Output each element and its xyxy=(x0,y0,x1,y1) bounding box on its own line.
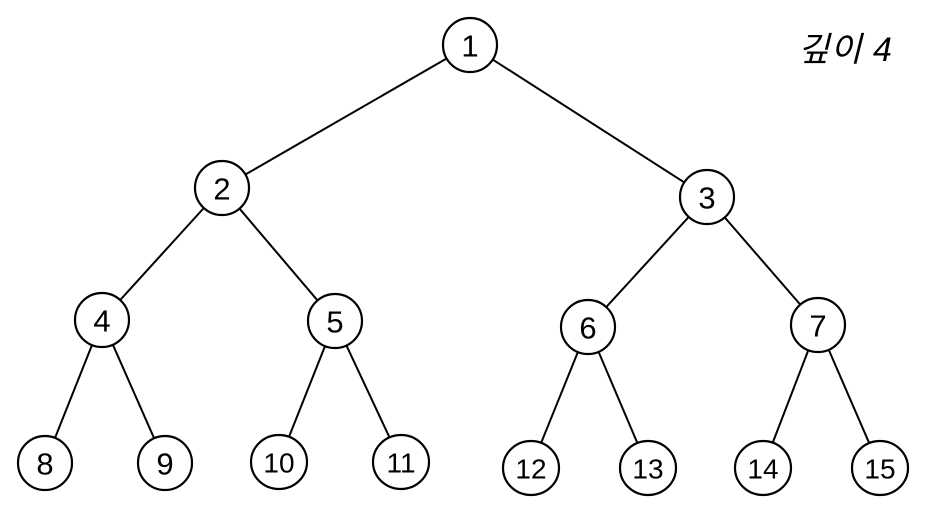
tree-node-circle-1[interactable] xyxy=(441,16,499,74)
tree-node-circle-8[interactable] xyxy=(16,434,74,492)
tree-node-circle-9[interactable] xyxy=(136,434,194,492)
tree-node-label-4: 4 xyxy=(93,304,110,339)
tree-node-15[interactable]: 15 xyxy=(850,439,910,497)
tree-node-circle-7[interactable] xyxy=(789,296,847,354)
tree-node-2[interactable]: 2 xyxy=(193,159,251,217)
tree-edge-7-14 xyxy=(771,348,810,444)
tree-node-label-5: 5 xyxy=(326,305,343,340)
tree-node-circle-2[interactable] xyxy=(193,159,251,217)
tree-node-circle-5[interactable] xyxy=(306,292,364,350)
tree-node-11[interactable]: 11 xyxy=(371,433,431,491)
tree-edge-6-12 xyxy=(540,350,580,444)
tree-edge-5-11 xyxy=(345,344,391,439)
tree-edge-4-9 xyxy=(111,343,156,440)
tree-edges-layer xyxy=(53,57,871,445)
tree-node-label-15: 15 xyxy=(864,454,895,485)
tree-node-10[interactable]: 10 xyxy=(249,433,309,491)
tree-node-8[interactable]: 8 xyxy=(16,434,74,492)
tree-node-label-7: 7 xyxy=(809,309,826,344)
tree-node-6[interactable]: 6 xyxy=(559,298,617,356)
tree-node-circle-14[interactable] xyxy=(733,439,793,497)
tree-edge-3-7 xyxy=(723,215,802,307)
tree-node-label-6: 6 xyxy=(579,311,596,346)
tree-node-4[interactable]: 4 xyxy=(73,291,131,349)
tree-edge-2-5 xyxy=(238,207,319,302)
tree-edge-1-3 xyxy=(491,58,686,184)
tree-node-circle-10[interactable] xyxy=(249,433,309,491)
tree-node-1[interactable]: 1 xyxy=(441,16,499,74)
tree-node-label-1: 1 xyxy=(461,29,478,64)
tree-node-5[interactable]: 5 xyxy=(306,292,364,350)
tree-node-circle-3[interactable] xyxy=(678,168,736,226)
tree-edge-4-8 xyxy=(53,343,94,440)
tree-node-12[interactable]: 12 xyxy=(501,439,561,497)
tree-edge-7-15 xyxy=(827,348,871,445)
tree-node-label-10: 10 xyxy=(263,448,294,479)
tree-node-circle-15[interactable] xyxy=(850,439,910,497)
tree-node-label-8: 8 xyxy=(36,447,53,482)
tree-node-circle-6[interactable] xyxy=(559,298,617,356)
tree-node-label-3: 3 xyxy=(698,181,715,216)
tree-node-circle-13[interactable] xyxy=(618,439,678,497)
tree-node-label-9: 9 xyxy=(156,447,173,482)
tree-node-circle-4[interactable] xyxy=(73,291,131,349)
tree-node-label-14: 14 xyxy=(747,454,778,485)
tree-node-7[interactable]: 7 xyxy=(789,296,847,354)
depth-caption-label: 깊이 4 xyxy=(798,31,893,69)
tree-node-3[interactable]: 3 xyxy=(678,168,736,226)
tree-node-circle-12[interactable] xyxy=(501,439,561,497)
tree-node-13[interactable]: 13 xyxy=(618,439,678,497)
tree-node-label-13: 13 xyxy=(632,454,663,485)
tree-node-label-12: 12 xyxy=(515,454,546,485)
tree-node-label-11: 11 xyxy=(386,448,415,479)
tree-node-label-2: 2 xyxy=(213,172,230,207)
tree-node-9[interactable]: 9 xyxy=(136,434,194,492)
tree-edge-3-6 xyxy=(604,215,691,309)
tree-node-14[interactable]: 14 xyxy=(733,439,793,497)
tree-edge-5-10 xyxy=(287,344,327,438)
tree-node-circle-11[interactable] xyxy=(371,433,431,491)
tree-edge-2-4 xyxy=(118,206,206,302)
tree-edge-6-13 xyxy=(597,350,639,445)
tree-edge-1-2 xyxy=(244,57,448,176)
